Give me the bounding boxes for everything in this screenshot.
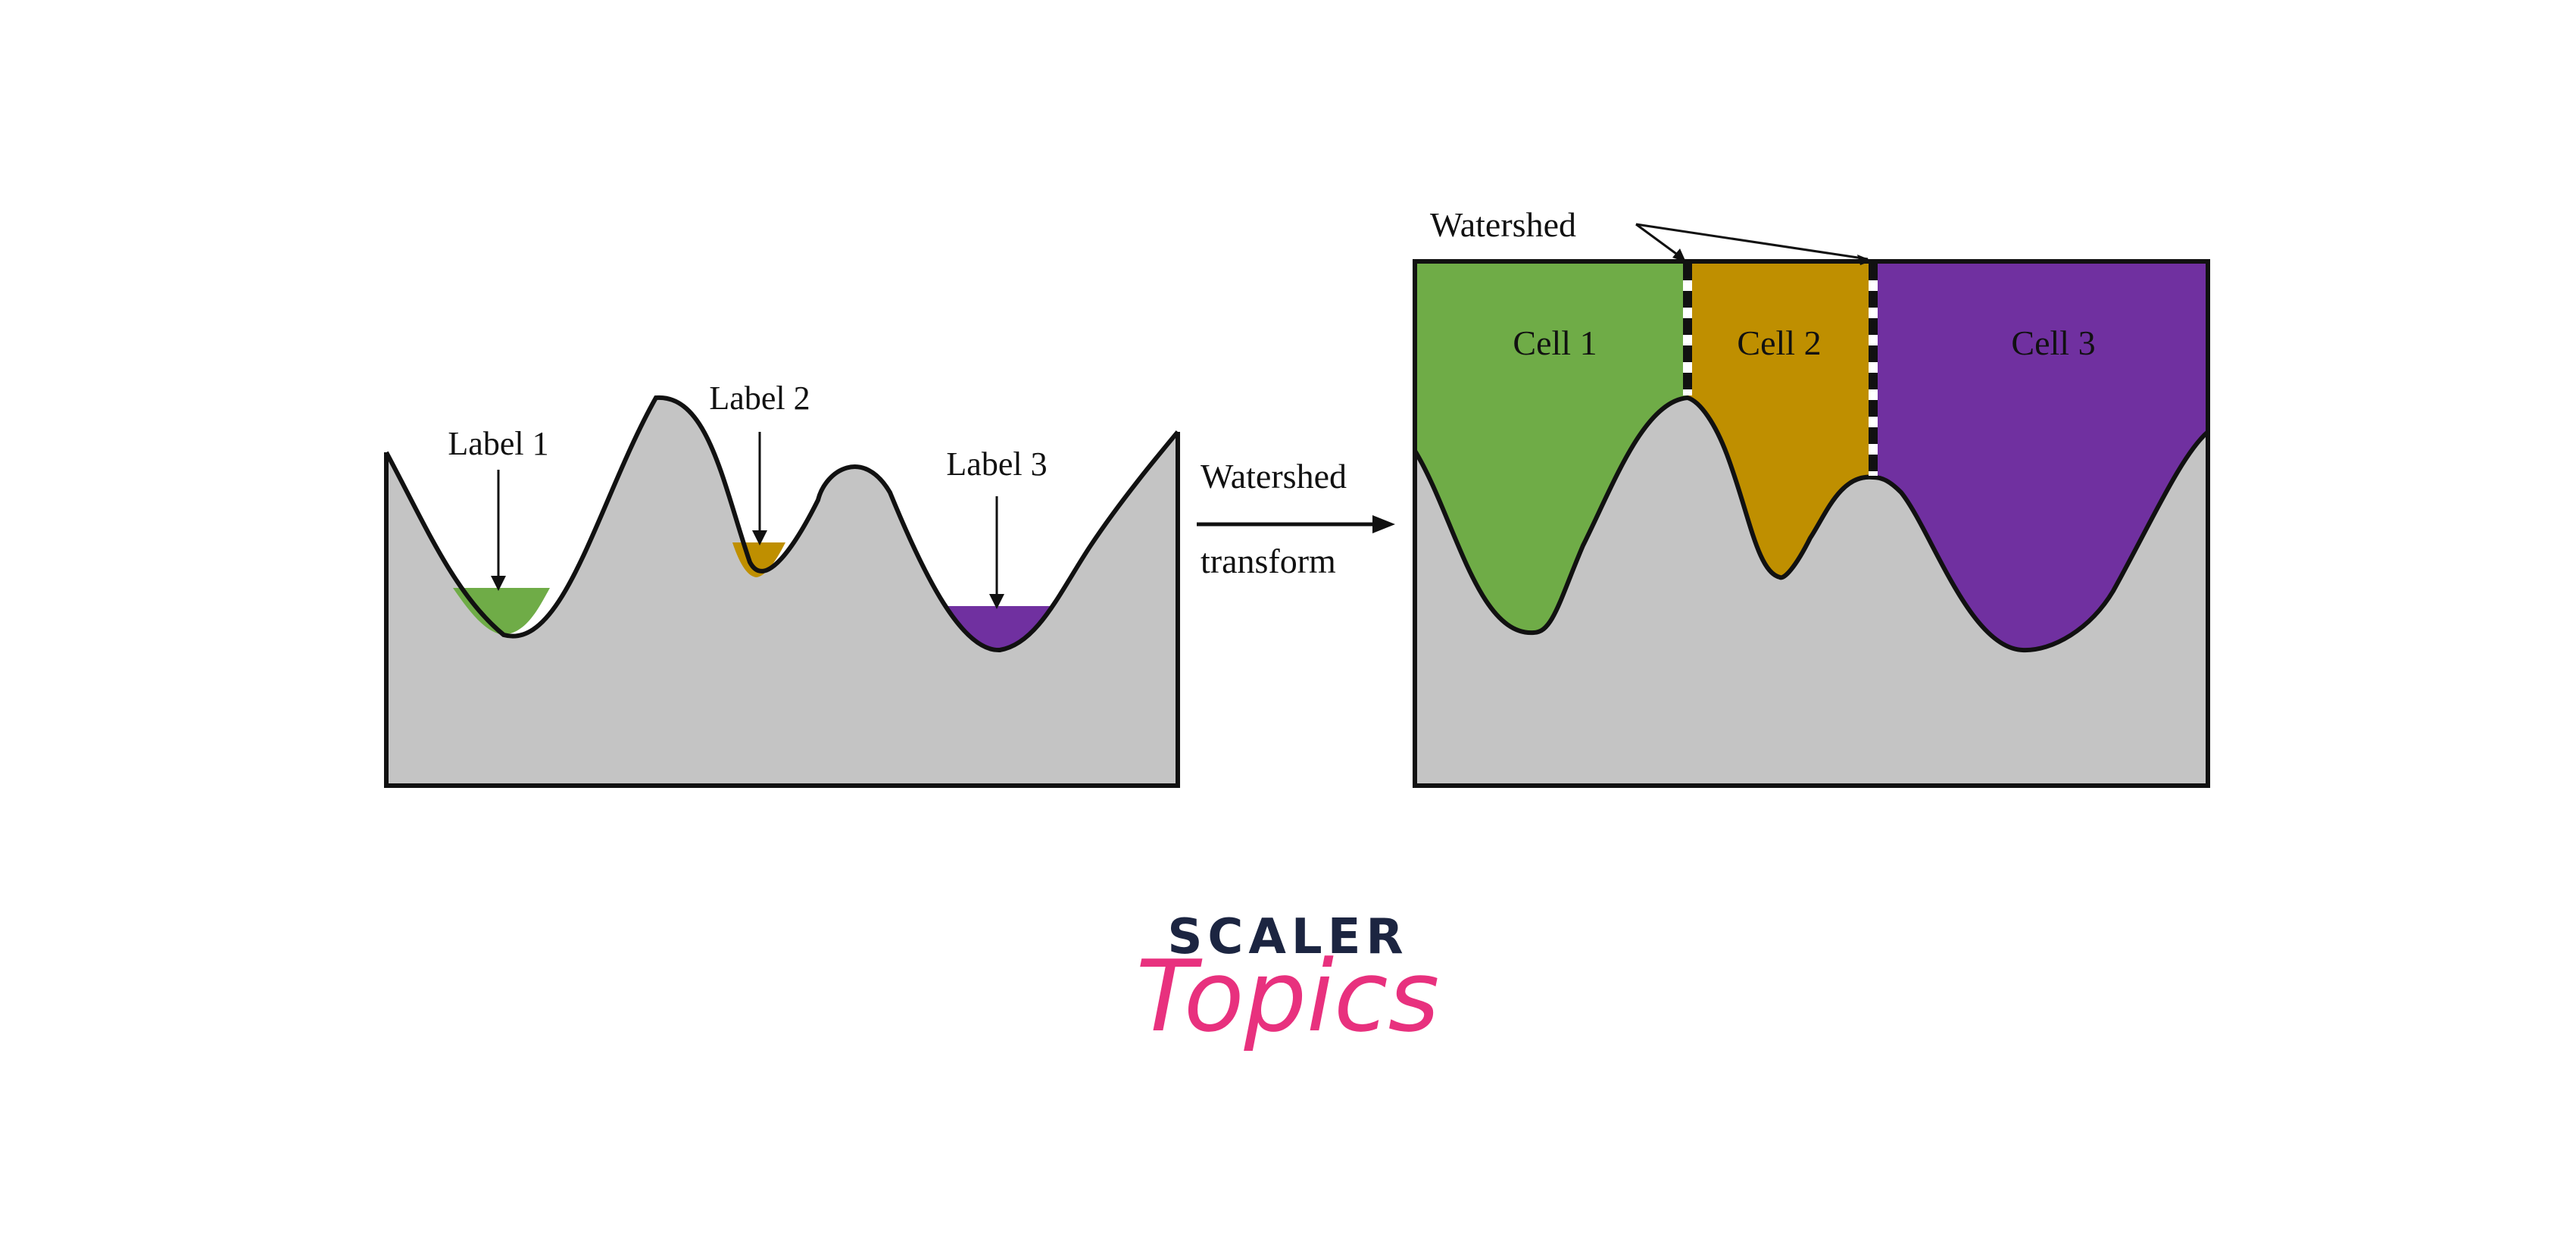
right-frame <box>1413 259 2210 788</box>
left-pool-label-1 <box>453 588 550 635</box>
left-panel: Label 1 Label 2 Label 3 <box>384 380 1180 788</box>
label-1-arrowhead <box>491 576 506 591</box>
watershed-annotation-text: Watershed <box>1430 205 1576 244</box>
label-1-text: Label 1 <box>448 425 548 462</box>
transform-label-line-2: transform <box>1201 542 1336 580</box>
right-panel: Watershed Cell 1 Cell 2 Cell 3 <box>1413 205 2210 788</box>
left-terrain-outline <box>384 395 1180 653</box>
cell-3-region <box>1873 261 2208 651</box>
cell-3-label: Cell 3 <box>2011 324 2095 362</box>
transform-arrow-group: Watershed transform <box>1197 457 1395 580</box>
logo-script-topics: Topics <box>1136 939 1440 1054</box>
cell-1-label: Cell 1 <box>1513 324 1597 362</box>
transform-arrow-head <box>1372 515 1395 533</box>
cell-1-region <box>1415 261 1688 633</box>
logo-wordmark-scaler: SCALER <box>1167 909 1409 965</box>
cell-2-label: Cell 2 <box>1737 324 1821 362</box>
label-3-text: Label 3 <box>946 445 1047 483</box>
right-terrain <box>1415 398 2208 786</box>
right-terrain-outline <box>1413 395 2209 653</box>
label-3-arrowhead <box>989 594 1004 609</box>
watershed-pointer-2 <box>1635 223 1869 261</box>
transform-label-line-1: Watershed <box>1201 457 1347 495</box>
watershed-pointer-1 <box>1635 223 1682 259</box>
left-pool-label-3 <box>945 606 1053 650</box>
left-terrain <box>386 397 1178 786</box>
scaler-topics-logo: Topics <box>1136 939 1440 1054</box>
left-frame <box>384 432 1180 788</box>
watershed-pointer-1-head <box>1672 248 1686 262</box>
label-2-arrowhead <box>752 530 767 545</box>
label-2-text: Label 2 <box>709 380 810 417</box>
watershed-pointer-2-head <box>1857 255 1872 265</box>
cell-2-region <box>1688 261 1873 578</box>
